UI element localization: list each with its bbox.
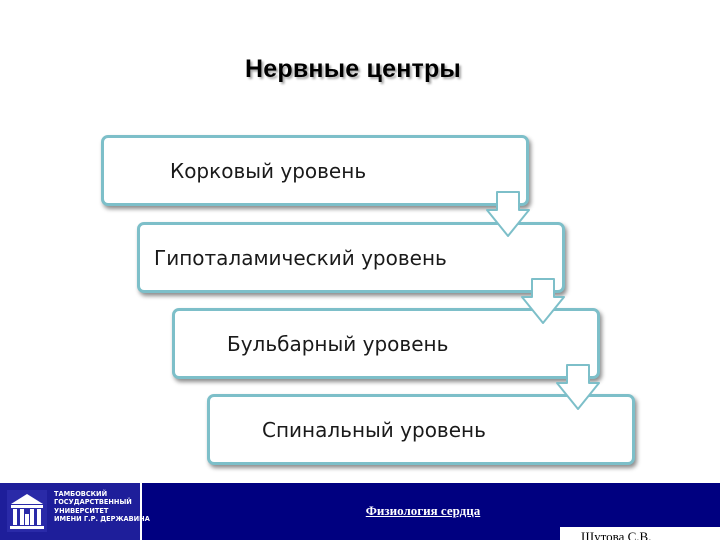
logo-line: УНИВЕРСИТЕТ <box>54 506 109 515</box>
down-arrow-icon <box>556 364 600 410</box>
logo-line: ТАМБОВСКИЙ <box>54 490 108 498</box>
level-label: Спинальный уровень <box>262 417 486 442</box>
logo-line: ИМЕНИ Г.Р. ДЕРЖАВИНА <box>54 515 150 524</box>
footer-bar: ТАМБОВСКИЙ ГОСУДАРСТВЕННЫЙ УНИВЕРСИТЕТ И… <box>0 483 720 540</box>
level-label: Корковый уровень <box>170 158 367 183</box>
university-logo: ТАМБОВСКИЙ ГОСУДАРСТВЕННЫЙ УНИВЕРСИТЕТ И… <box>0 483 150 540</box>
down-arrow-icon <box>521 278 565 324</box>
level-box-bulbar: Бульбарный уровень <box>172 308 600 379</box>
level-label: Гипоталамический уровень <box>154 245 447 270</box>
logo-line: ГОСУДАРСТВЕННЫЙ <box>54 498 132 507</box>
level-box-cortical: Корковый уровень <box>101 135 529 206</box>
slide-title: Нервные центры <box>245 55 461 83</box>
down-arrow-icon <box>486 191 530 237</box>
author-name: Шутова С.В. <box>581 529 671 540</box>
level-box-spinal: Спинальный уровень <box>207 394 635 465</box>
course-title: Физиология сердца <box>365 503 481 518</box>
university-name: ТАМБОВСКИЙ ГОСУДАРСТВЕННЫЙ УНИВЕРСИТЕТ И… <box>54 490 150 524</box>
university-building-icon <box>7 490 47 532</box>
level-box-hypothalamic: Гипоталамический уровень <box>137 222 565 293</box>
level-label: Бульбарный уровень <box>227 331 449 356</box>
